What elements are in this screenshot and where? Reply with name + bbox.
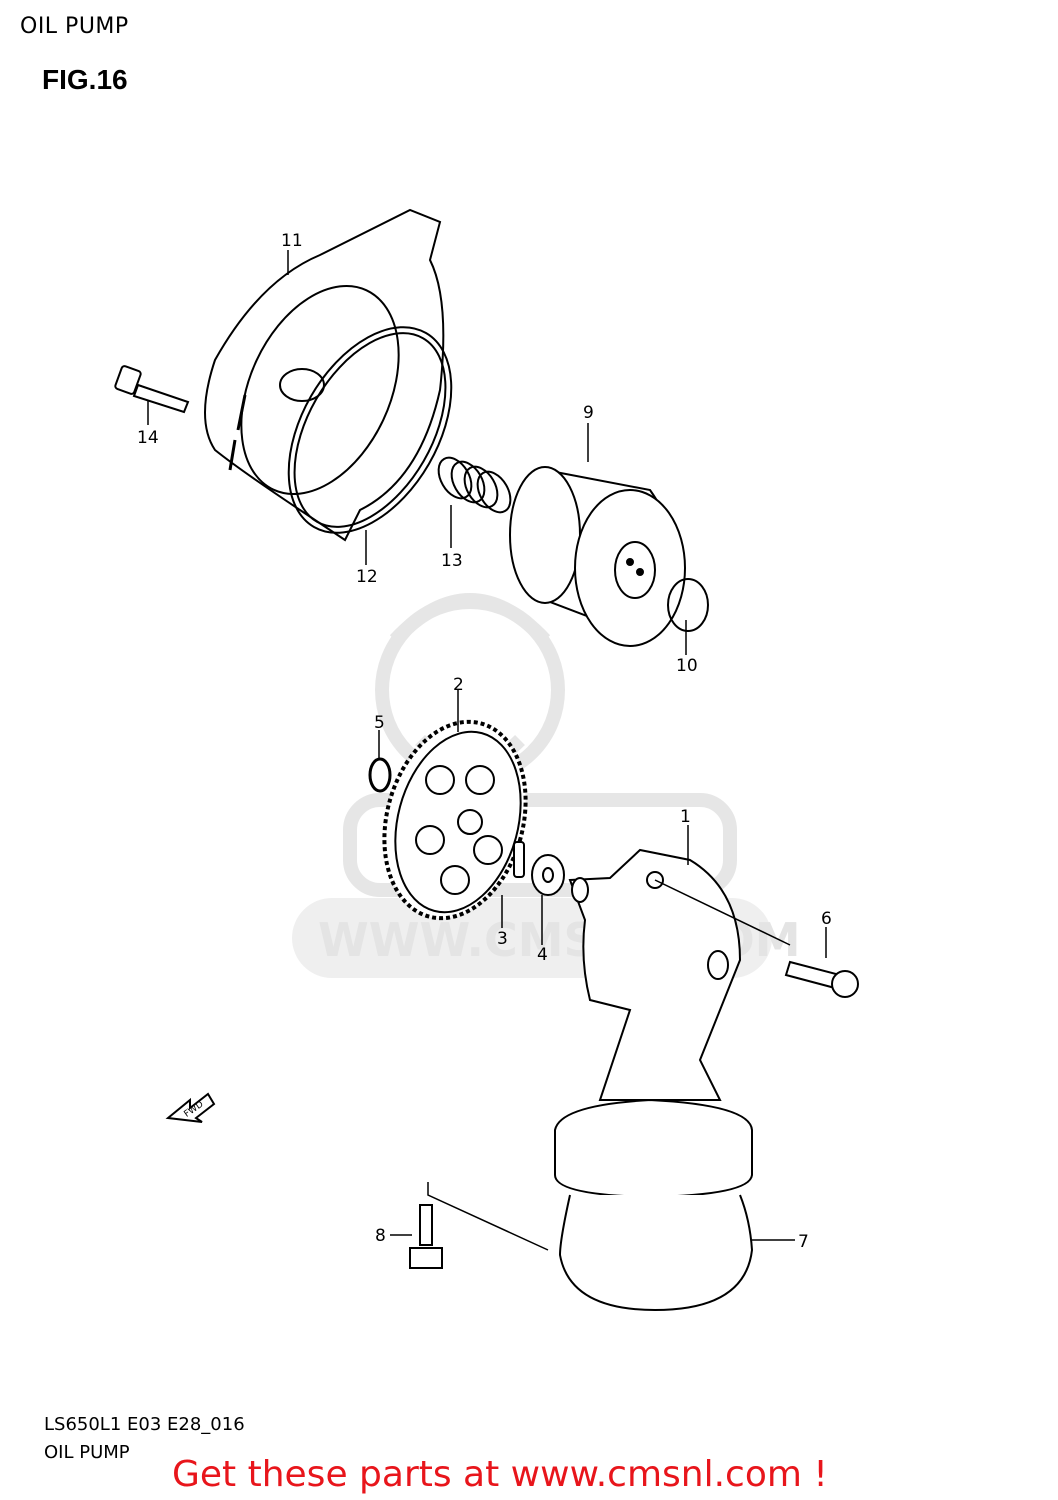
oil-filter: [509, 466, 686, 647]
callout-12: 12: [356, 567, 378, 587]
callout-5: 5: [374, 713, 385, 733]
oil-pump-gear: [382, 719, 528, 921]
callout-13: 13: [441, 551, 463, 571]
promo-link[interactable]: Get these parts at www.cmsnl.com !: [172, 1454, 828, 1495]
leader-lines: [147, 250, 827, 1251]
circlip: [368, 757, 392, 793]
section-title: OIL PUMP: [20, 14, 129, 39]
callout-3: 3: [497, 929, 508, 949]
model-code: LS650L1 E03 E28_016: [44, 1414, 245, 1435]
callout-1: 1: [680, 807, 691, 827]
fwd-arrow-icon: [165, 1092, 216, 1123]
callout-8: 8: [375, 1226, 386, 1246]
callout-4: 4: [537, 945, 548, 965]
pin: [513, 841, 525, 878]
callout-2: 2: [453, 675, 464, 695]
callout-10: 10: [676, 656, 698, 676]
figure-label: FIG.16: [42, 64, 128, 95]
callout-6: 6: [821, 909, 832, 929]
footer-section-title: OIL PUMP: [44, 1442, 130, 1463]
strainer-bolt: [409, 1204, 443, 1269]
callout-11: 11: [281, 231, 303, 251]
spring: [437, 456, 512, 514]
cover-bolt: [114, 365, 190, 414]
filter-o-ring: [667, 578, 709, 632]
o-ring: [287, 326, 453, 534]
oil-pump-assembly: [554, 848, 754, 1312]
callout-14: 14: [137, 428, 159, 448]
pump-bolt: [784, 960, 859, 998]
callout-9: 9: [583, 403, 594, 423]
callout-7: 7: [798, 1232, 809, 1252]
